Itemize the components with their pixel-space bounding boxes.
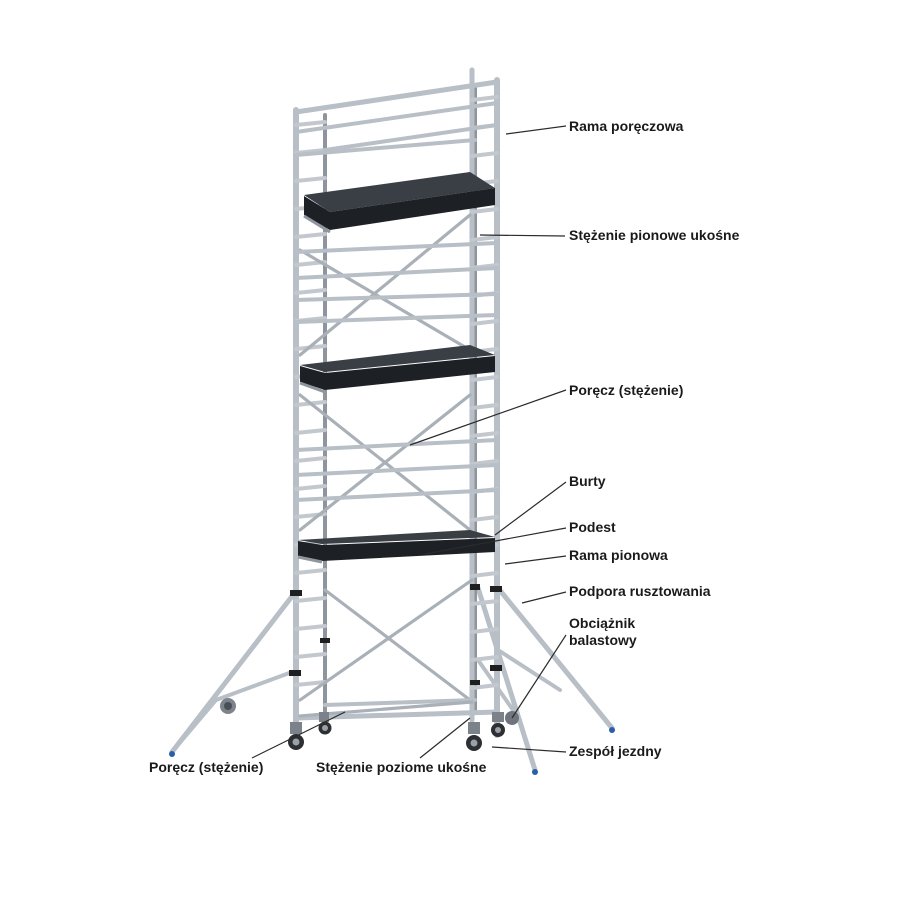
- ladder-rung-right: [470, 319, 499, 326]
- ladder-rung-right: [470, 571, 499, 578]
- platform-top: [303, 172, 495, 234]
- ladder-rung-right: [470, 683, 499, 690]
- ladder-rung-right: [470, 235, 499, 242]
- label-toe-boards: Burty: [569, 473, 606, 489]
- ladder-rung-left: [294, 176, 327, 183]
- ladder-rung-right: [470, 515, 499, 522]
- label-ballast-weight: Obciążnik balastowy: [569, 615, 637, 648]
- ladder-rung-left: [294, 652, 327, 659]
- label-guardrail-brace-right: Poręcz (stężenie): [569, 382, 684, 398]
- ladder-rung-right: [470, 375, 499, 382]
- clamps: [289, 584, 502, 685]
- guardrail-braces: [294, 241, 499, 502]
- label-vertical-frame: Rama pionowa: [569, 547, 668, 563]
- ladder-rung-right: [470, 151, 499, 158]
- ladder-rung-left: [294, 456, 327, 463]
- label-guardrail-brace-left: Poręcz (stężenie): [149, 759, 264, 775]
- handrail-frame: [293, 79, 500, 157]
- label-horizontal-diagonal-brace: Stężenie poziome ukośne: [316, 759, 487, 775]
- ladder-rung-left: [294, 624, 327, 631]
- ladder-rung-right: [470, 627, 499, 634]
- ladder-rung-left: [294, 428, 327, 435]
- stabilizer-right-back: [495, 585, 615, 733]
- label-platform: Podest: [569, 519, 616, 535]
- label-castor-unit: Zespół jezdny: [569, 743, 662, 759]
- label-handrail-frame: Rama poręczowa: [569, 118, 684, 134]
- ladder-rung-left: [294, 568, 327, 575]
- ladder-rung-left: [294, 288, 327, 295]
- vertical-diagonal-braces: [298, 213, 474, 702]
- ladder-rung-right: [470, 403, 499, 410]
- label-vertical-diagonal-brace: Stężenie pionowe ukośne: [569, 227, 740, 243]
- ladder-rung-right: [470, 431, 499, 438]
- ladder-rung-right: [470, 655, 499, 662]
- ladder-rung-right: [470, 459, 499, 466]
- ladder-rung-right: [470, 599, 499, 606]
- stabilizer-left: [169, 592, 296, 757]
- ladder-rung-left: [294, 232, 327, 239]
- ladder-rung-left: [294, 484, 327, 491]
- ladder-rung-right: [470, 207, 499, 214]
- ladder-rung-left: [294, 148, 327, 155]
- ladder-rung-left: [294, 680, 327, 687]
- ladder-rung-left: [294, 596, 327, 603]
- ladder-rung-right: [470, 95, 499, 102]
- leader-lines: [251, 125, 567, 759]
- stabilizer-right-front: [475, 585, 538, 775]
- platform-middle: [299, 345, 495, 394]
- ladder-rung-left: [294, 120, 327, 127]
- label-stabilizer: Podpora rusztowania: [569, 583, 711, 599]
- platform-lower: [297, 530, 495, 564]
